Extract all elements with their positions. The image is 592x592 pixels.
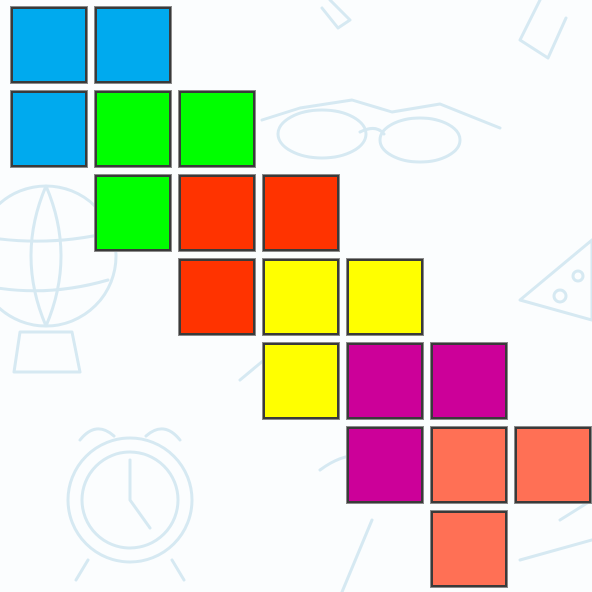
red-piece-cell[interactable] — [178, 174, 256, 252]
blue-piece-cell[interactable] — [10, 90, 88, 168]
blue-piece-cell[interactable] — [10, 6, 88, 84]
red-piece-cell[interactable] — [262, 174, 340, 252]
coral-piece-cell[interactable] — [430, 510, 508, 588]
yellow-piece-cell[interactable] — [346, 258, 424, 336]
coral-piece-cell[interactable] — [430, 426, 508, 504]
magenta-piece-cell[interactable] — [346, 342, 424, 420]
green-piece-cell[interactable] — [94, 90, 172, 168]
red-piece-cell[interactable] — [178, 258, 256, 336]
coral-piece-cell[interactable] — [514, 426, 592, 504]
magenta-piece-cell[interactable] — [430, 342, 508, 420]
yellow-piece-cell[interactable] — [262, 258, 340, 336]
green-piece-cell[interactable] — [94, 174, 172, 252]
yellow-piece-cell[interactable] — [262, 342, 340, 420]
magenta-piece-cell[interactable] — [346, 426, 424, 504]
green-piece-cell[interactable] — [178, 90, 256, 168]
blue-piece-cell[interactable] — [94, 6, 172, 84]
